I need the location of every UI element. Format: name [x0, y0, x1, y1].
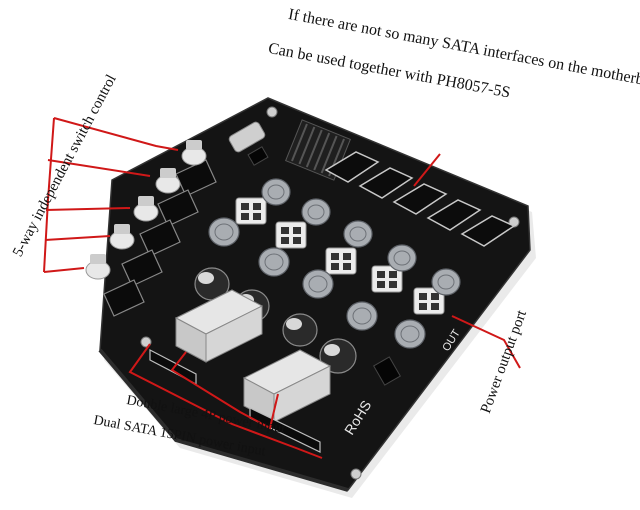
callout-lines	[43, 117, 521, 459]
switch-buttons	[85, 140, 217, 317]
four-pin-connectors	[235, 197, 445, 315]
capacitors	[208, 178, 461, 349]
sata-output-connectors	[324, 151, 516, 247]
sata-15pin-inputs	[149, 349, 321, 453]
large-capacitors	[194, 267, 357, 374]
molex-4p-inputs	[174, 289, 332, 423]
mounting-holes	[140, 106, 520, 480]
ic-chips	[247, 146, 401, 386]
